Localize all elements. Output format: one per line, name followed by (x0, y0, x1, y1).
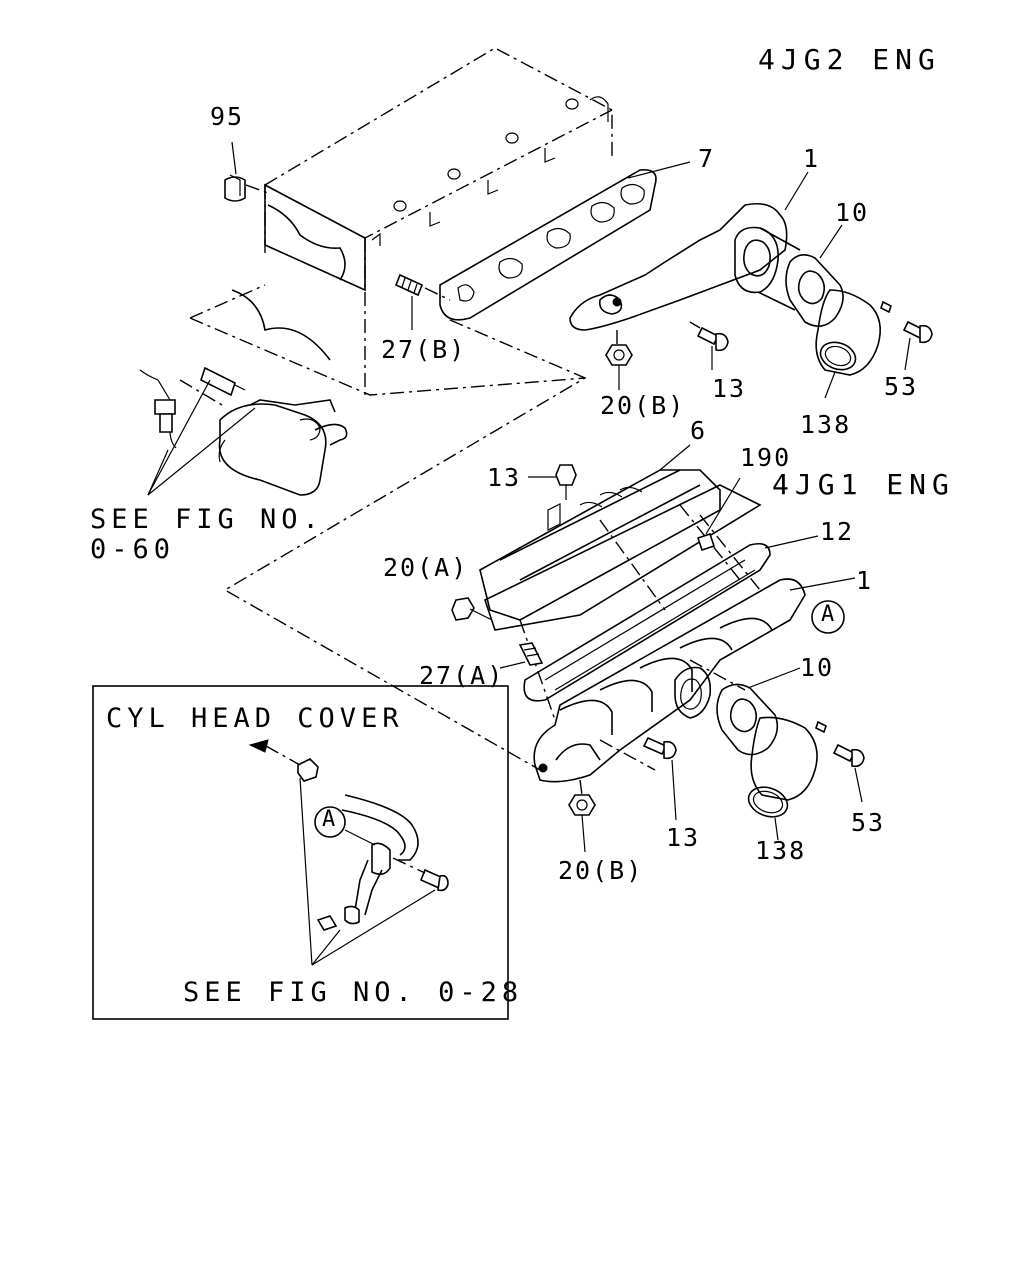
sensor-assembly (139, 366, 348, 496)
bolt-13-lower (642, 736, 677, 821)
callout-27a: 27(A) (419, 661, 505, 690)
inset-title: CYL HEAD COVER (106, 703, 404, 734)
stud-27b (394, 273, 451, 330)
nut-20a (451, 597, 493, 621)
bolt-13-upper (528, 464, 577, 500)
gasket-12 (523, 535, 819, 702)
exhaust-manifold-top (569, 171, 809, 350)
cylinder-head-block (189, 47, 613, 396)
stud-27a (499, 642, 544, 669)
callout-13-lower: 13 (666, 823, 701, 852)
see-fig-line2: 0-60 (90, 534, 176, 565)
pipe-gasket-top (785, 224, 844, 327)
callout-138-top: 138 (800, 410, 852, 439)
bracket-95 (224, 141, 269, 202)
callout-20a: 20(A) (383, 553, 469, 582)
callout-13-top: 13 (712, 374, 747, 403)
bolt-53-lower (815, 720, 865, 803)
callout-53-bottom: 53 (851, 808, 886, 837)
callout-13-upper: 13 (487, 463, 522, 492)
callout-138-bottom: 138 (755, 836, 807, 865)
intake-manifold-lower (533, 577, 856, 783)
engine-variant-4jg1: 4JG1 ENG (772, 468, 955, 501)
spacer-190 (696, 477, 741, 552)
intake-cover-6 (479, 444, 762, 631)
bolt-13-top (689, 321, 729, 370)
exhaust-pipe-lower (747, 716, 818, 841)
nut-20b-top (605, 344, 633, 390)
callout-53-top: 53 (884, 372, 919, 401)
marker-a-letter: A (821, 602, 835, 627)
callout-95: 95 (210, 102, 245, 131)
exhaust-manifold-gasket (439, 161, 691, 321)
callout-27b: 27(B) (381, 335, 467, 364)
callout-1-bottom: 1 (856, 566, 874, 595)
callout-20b-bottom: 20(B) (558, 856, 644, 885)
callout-1-top: 1 (803, 144, 821, 173)
callout-10-top: 10 (835, 198, 870, 227)
marker-a-circle (811, 600, 845, 634)
inset-hose-assembly (248, 739, 449, 966)
callout-10-bottom: 10 (800, 653, 835, 682)
callout-7: 7 (698, 144, 716, 173)
assembly-guides (519, 504, 761, 796)
gasket-10-lower (716, 667, 801, 756)
callout-190: 190 (740, 443, 792, 472)
engine-variant-4jg2: 4JG2 ENG (758, 43, 941, 76)
callout-12: 12 (820, 517, 855, 546)
see-fig-pointer-left (147, 379, 256, 496)
exhaust-pipe-top (815, 289, 881, 399)
see-fig-line1: SEE FIG NO. (90, 504, 324, 535)
inset-see-fig: SEE FIG NO. 0-28 (183, 977, 524, 1008)
nut-20b-lower (568, 794, 596, 853)
connection-lines (223, 319, 587, 771)
inset-marker-a: A (322, 807, 336, 832)
callout-6: 6 (690, 416, 708, 445)
inset-frame (92, 685, 509, 1020)
bolt-53-top (880, 300, 933, 371)
callout-20b-top: 20(B) (600, 391, 686, 420)
